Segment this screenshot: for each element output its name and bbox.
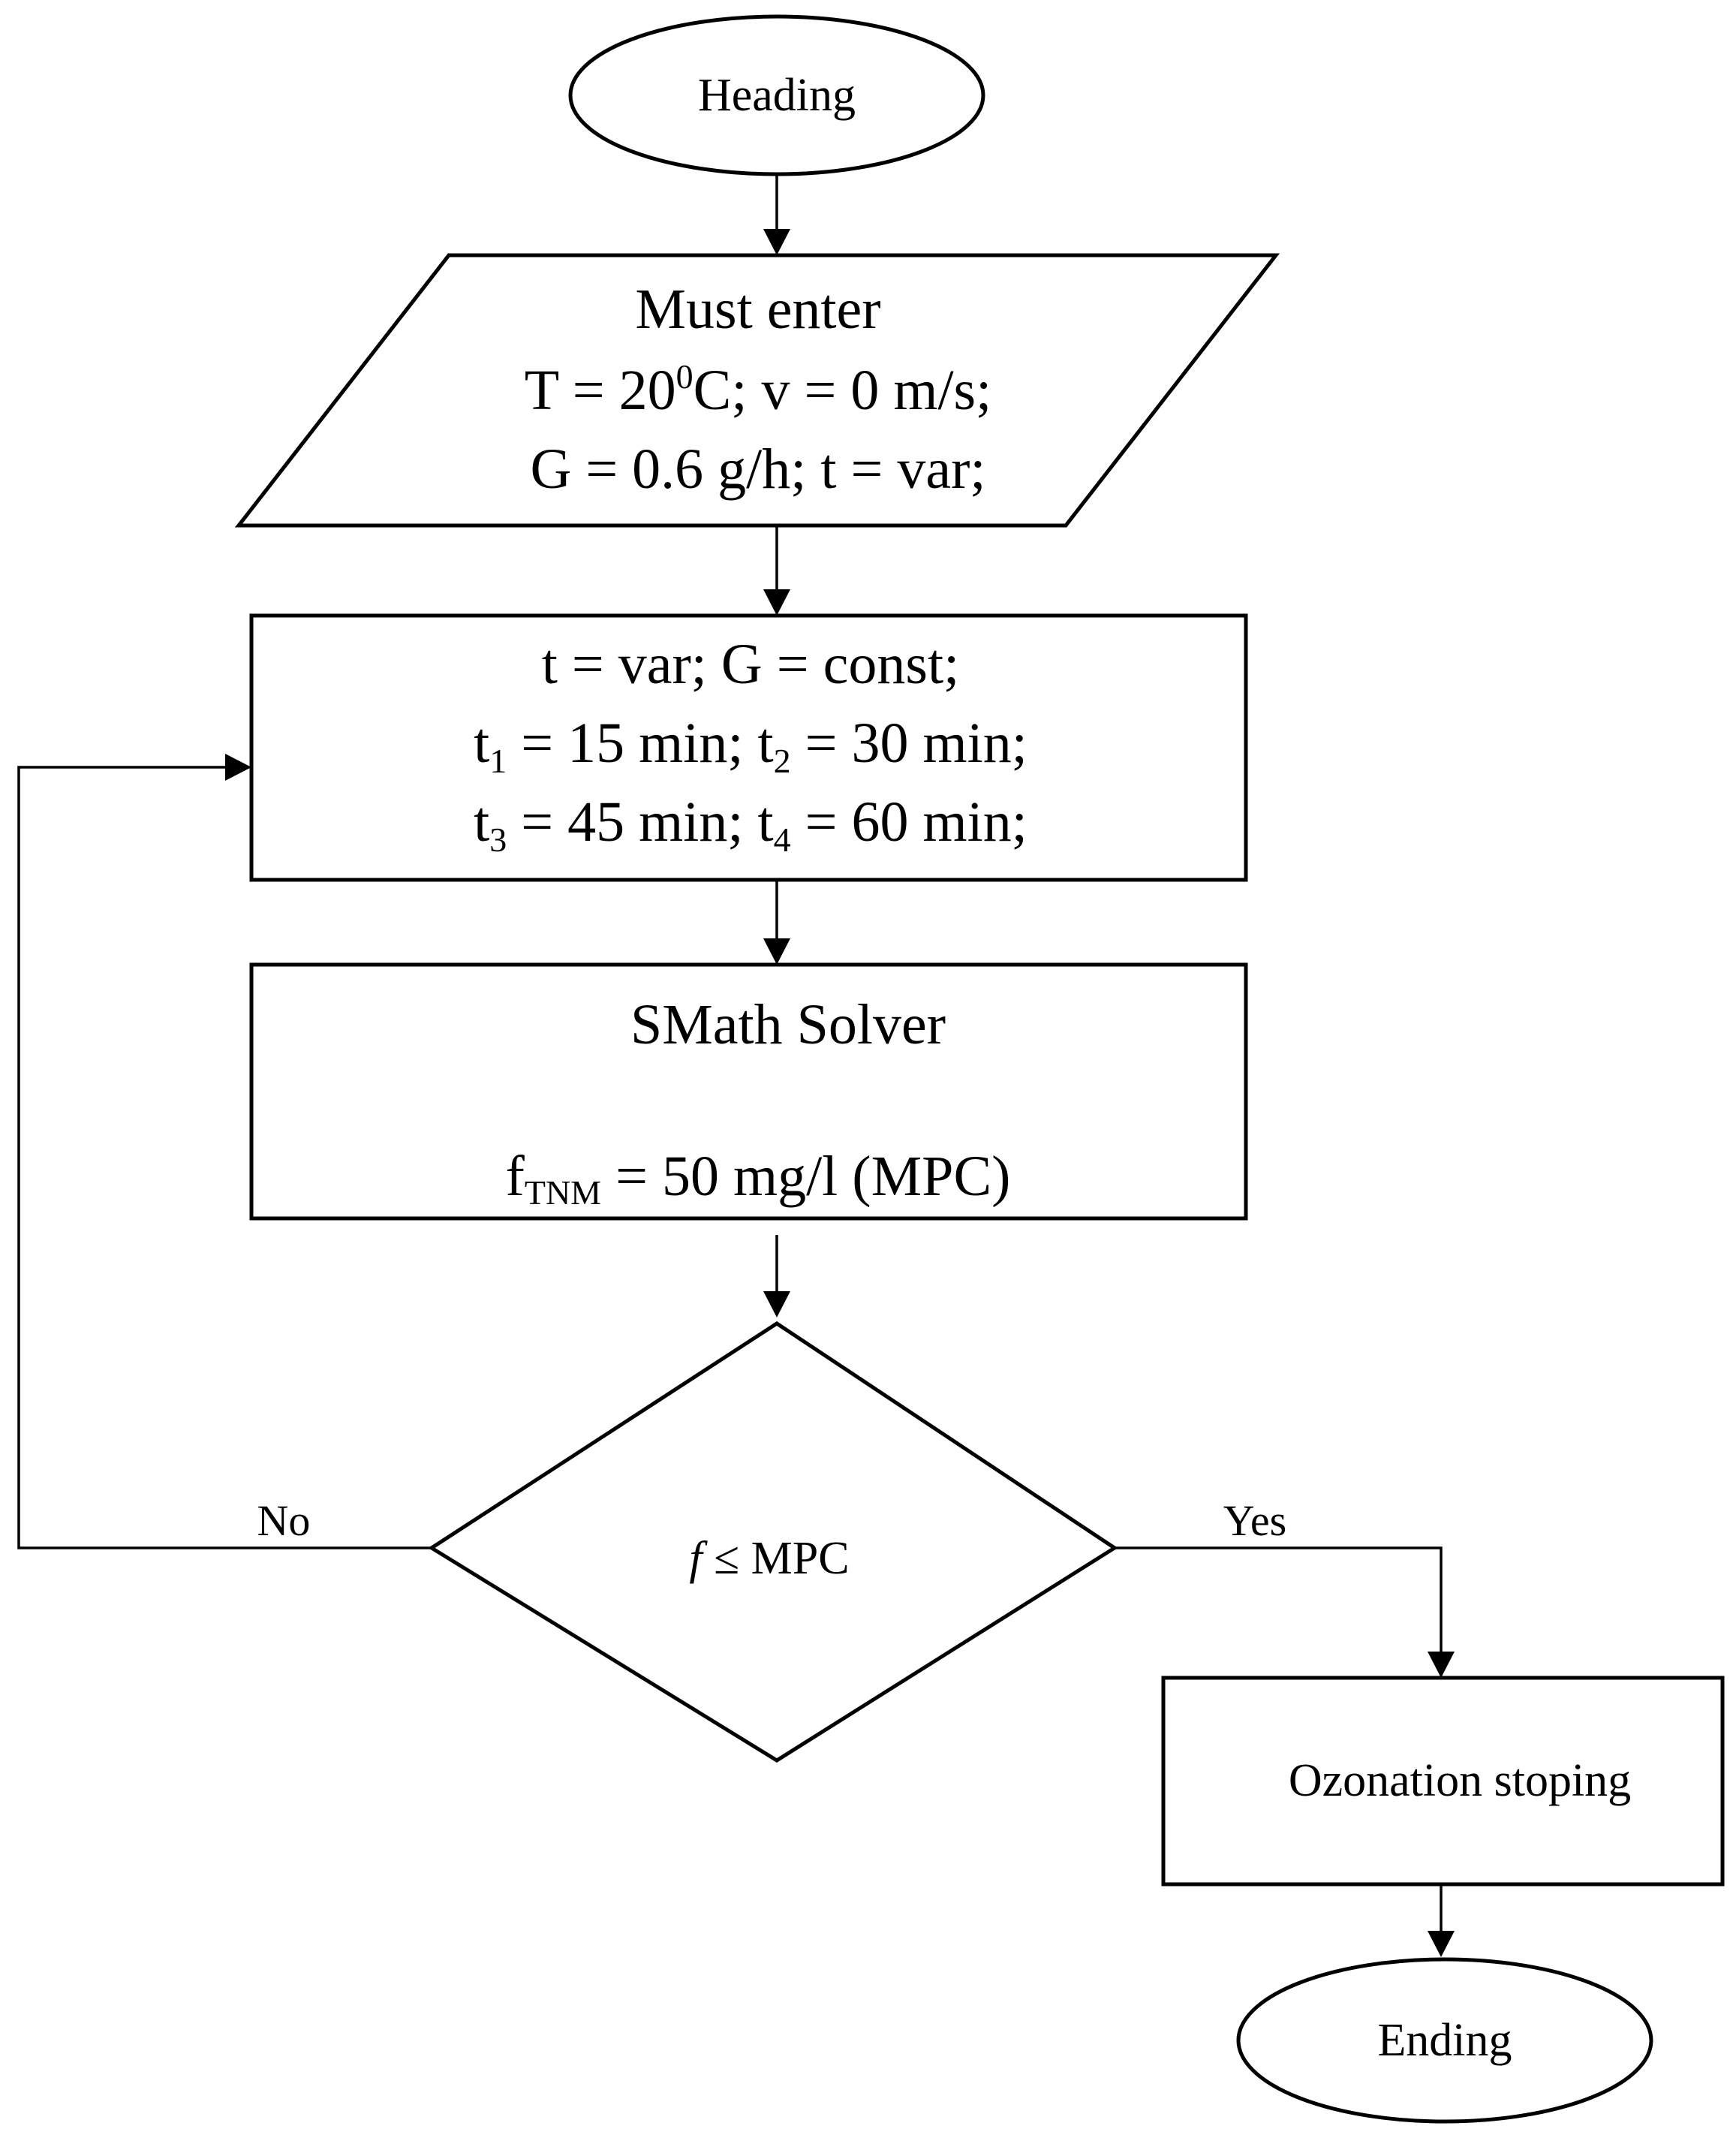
arrow-stop-to-end: [1428, 1884, 1455, 1957]
end-node: Ending: [1236, 1957, 1653, 2124]
start-label: Heading: [698, 70, 856, 121]
input-line2: T = 200C; v = 0 m/s;: [525, 357, 992, 422]
stop-label: Ozonation stoping: [1289, 1755, 1631, 1806]
arrow-no-loop: No: [17, 754, 432, 1549]
input-node: Must enter T = 200C; v = 0 m/s; G = 0.6 …: [234, 253, 1280, 528]
stop-node: Ozonation stoping: [1161, 1676, 1725, 1887]
start-node: Heading: [568, 14, 985, 176]
process-node: t = var; G = const; t1 = 15 min; t2 = 30…: [249, 613, 1248, 882]
solver-line1: SMath Solver: [630, 993, 946, 1056]
arrow-yes-branch: Yes: [1115, 1496, 1455, 1678]
solver-node: SMath Solver fTNM = 50 mg/l (MPC): [249, 962, 1248, 1221]
input-line1: Must enter: [635, 278, 880, 341]
process-line2: t1 = 15 min; t2 = 30 min;: [474, 712, 1027, 780]
arrow-start-to-input: [763, 174, 790, 255]
decision-node: f ≤ MPC: [428, 1321, 1118, 1763]
arrow-process-to-solver: [763, 880, 790, 965]
input-line3: G = 0.6 g/h; t = var;: [530, 438, 985, 501]
arrow-input-to-process: [763, 525, 790, 616]
end-label: Ending: [1377, 2015, 1512, 2066]
decision-label: f ≤ MPC: [689, 1533, 849, 1584]
process-line3: t3 = 45 min; t4 = 60 min;: [474, 790, 1027, 859]
solver-line2: fTNM = 50 mg/l (MPC): [506, 1145, 1011, 1212]
branch-yes-label: Yes: [1223, 1496, 1286, 1545]
branch-no-label: No: [257, 1496, 311, 1545]
process-line1: t = var; G = const;: [542, 633, 959, 696]
arrow-solver-to-decision: [763, 1235, 790, 1317]
